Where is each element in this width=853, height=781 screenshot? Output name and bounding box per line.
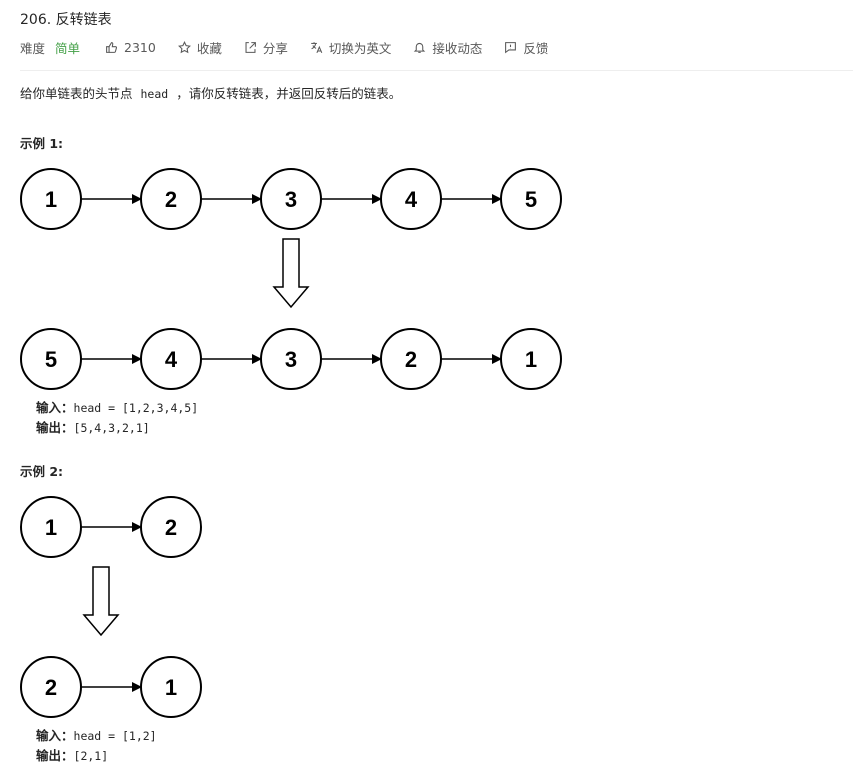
example-1-output-label: 输出： [36,420,74,435]
list-node-value: 5 [45,347,57,372]
list-node [500,168,562,230]
translate-label: 切换为英文 [328,40,392,56]
list-node [260,168,322,230]
like-count: 2310 [124,39,156,55]
list-node [500,328,562,390]
feedback-button[interactable]: 反馈 [504,38,548,57]
example-1-reverse-arrow-icon [272,238,310,309]
translate-icon [311,41,323,53]
example-2-output: 输出：[2,1] [36,747,108,765]
example-2-title: 示例 2: [20,464,64,479]
bell-icon [414,42,426,53]
feedback-icon [505,41,517,53]
example-1-title: 示例 1: [20,136,64,151]
list-node [20,496,82,558]
example-2-output-label: 输出： [36,748,74,763]
list-node [140,328,202,390]
list-node-value: 1 [45,515,57,540]
share-label: 分享 [262,40,288,56]
difficulty-value: 简单 [55,40,81,56]
list-node [260,328,322,390]
thumbs-up-icon [106,41,118,53]
example-1-output-list: 5 4 3 2 1 [20,328,562,390]
list-node-value: 2 [165,187,177,212]
list-node-value: 2 [45,675,57,700]
header-divider [20,70,853,71]
example-2-output-value: [2,1] [73,749,109,763]
example-1-output-value: [5,4,3,2,1] [73,421,150,435]
translate-button[interactable]: 切换为英文 [310,38,392,57]
description-code: head [140,87,169,101]
list-node [380,168,442,230]
list-node-value: 5 [525,187,537,212]
example-2-input-value: head = [1,2] [73,729,157,743]
list-node [20,168,82,230]
difficulty: 难度 简单 [20,38,80,57]
example-2-input-label: 输入： [36,728,74,743]
list-node [140,496,202,558]
difficulty-label: 难度 [20,40,46,56]
favorite-label: 收藏 [196,40,222,56]
list-node-value: 1 [525,347,537,372]
favorite-button[interactable]: 收藏 [177,38,222,57]
list-node-value: 4 [165,347,178,372]
problem-meta-bar: 难度 简单 2310 收藏 分享 切换为英文 [20,37,570,57]
example-2-reverse-arrow-icon [82,566,120,637]
list-node-value: 1 [165,675,177,700]
list-node-value: 2 [405,347,417,372]
example-1-input-value: head = [1,2,3,4,5] [73,401,199,415]
description-text-before: 给你单链表的头节点 [20,86,133,101]
list-node-value: 2 [165,515,177,540]
list-node [20,656,82,718]
list-node-value: 1 [45,187,57,212]
example-1-input-list: 1 2 3 4 5 [20,168,562,230]
example-1-input-label: 输入： [36,400,74,415]
example-2-input: 输入：head = [1,2] [36,727,157,745]
problem-title: 206. 反转链表 [20,12,112,28]
notify-label: 接收动态 [432,40,483,56]
list-node [20,328,82,390]
list-node-value: 4 [405,187,418,212]
list-node [140,656,202,718]
list-node [380,328,442,390]
share-button[interactable]: 分享 [244,38,288,57]
feedback-label: 反馈 [523,40,549,56]
like-button[interactable]: 2310 [105,40,156,55]
example-1-output: 输出：[5,4,3,2,1] [36,419,150,437]
star-icon [177,40,191,53]
description-text-after: ，请你反转链表，并返回反转后的链表。 [176,86,402,101]
example-1-input: 输入：head = [1,2,3,4,5] [36,399,198,417]
list-node-value: 3 [285,187,297,212]
share-icon [245,41,256,53]
list-node-value: 3 [285,347,297,372]
problem-description: 给你单链表的头节点 head ，请你反转链表，并返回反转后的链表。 [20,85,401,103]
list-node [140,168,202,230]
notify-button[interactable]: 接收动态 [413,38,482,57]
